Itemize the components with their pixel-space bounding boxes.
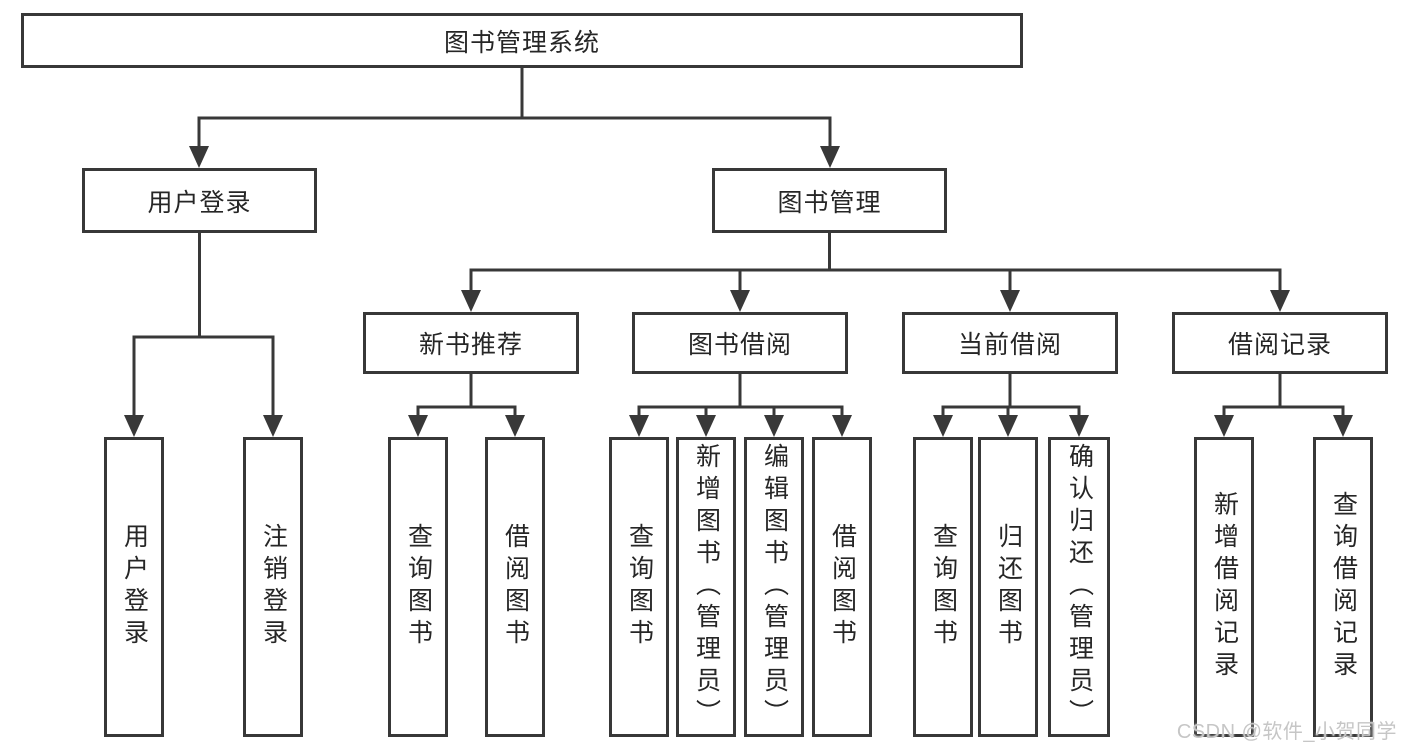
leaf-book-borrow-2-label: 编辑图书（管理员） bbox=[760, 443, 789, 731]
arrowhead bbox=[124, 415, 144, 437]
arrowhead bbox=[1333, 415, 1353, 437]
connector-book-mgmt bbox=[469, 233, 1282, 292]
node-borrow-record: 借阅记录 bbox=[1172, 312, 1388, 374]
arrowhead bbox=[998, 415, 1018, 437]
csdn-watermark: CSDN @软件_小贺同学 bbox=[1176, 721, 1397, 743]
leaf-borrow-record-1: 查询借阅记录 bbox=[1313, 437, 1373, 737]
node-book-mgmt-label: 图书管理 bbox=[777, 188, 882, 217]
leaf-book-borrow-2: 编辑图书（管理员） bbox=[744, 437, 804, 737]
leaf-book-borrow-1: 新增图书（管理员） bbox=[676, 437, 736, 737]
leaf-borrow-record-0: 新增借阅记录 bbox=[1194, 437, 1254, 737]
node-book-borrow: 图书借阅 bbox=[632, 312, 848, 374]
leaf-borrow-record-1-label: 查询借阅记录 bbox=[1329, 491, 1358, 683]
connector-user-login bbox=[132, 233, 275, 417]
leaf-book-borrow-3-label: 借阅图书 bbox=[828, 523, 857, 651]
leaf-user-login-0-label: 用户登录 bbox=[120, 523, 149, 651]
connector-current-borrow bbox=[941, 374, 1081, 417]
arrowhead bbox=[764, 415, 784, 437]
leaf-current-borrow-2: 确认归还（管理员） bbox=[1048, 437, 1110, 737]
arrowheads bbox=[124, 146, 1353, 437]
arrowhead bbox=[820, 146, 840, 168]
arrowhead bbox=[730, 290, 750, 312]
arrowhead bbox=[933, 415, 953, 437]
leaf-new-book-1: 借阅图书 bbox=[485, 437, 545, 737]
leaf-user-login-0: 用户登录 bbox=[104, 437, 164, 737]
arrowhead bbox=[832, 415, 852, 437]
node-root: 图书管理系统 bbox=[21, 13, 1023, 68]
leaf-borrow-record-0-label: 新增借阅记录 bbox=[1210, 491, 1239, 683]
leaf-new-book-0-label: 查询图书 bbox=[404, 523, 433, 651]
arrowhead bbox=[189, 146, 209, 168]
leaf-current-borrow-0: 查询图书 bbox=[913, 437, 973, 737]
leaf-new-book-0: 查询图书 bbox=[388, 437, 448, 737]
leaf-book-borrow-0: 查询图书 bbox=[609, 437, 669, 737]
connector-book-borrow bbox=[637, 374, 844, 417]
node-book-mgmt: 图书管理 bbox=[712, 168, 947, 233]
arrowhead bbox=[1270, 290, 1290, 312]
arrowhead bbox=[1214, 415, 1234, 437]
leaf-user-login-1: 注销登录 bbox=[243, 437, 303, 737]
arrowhead bbox=[408, 415, 428, 437]
connector-new-book bbox=[416, 374, 517, 417]
arrowhead bbox=[629, 415, 649, 437]
node-user-login: 用户登录 bbox=[82, 168, 317, 233]
leaf-current-borrow-1-label: 归还图书 bbox=[994, 523, 1023, 651]
node-new-book-label: 新书推荐 bbox=[418, 331, 523, 359]
leaf-current-borrow-1: 归还图书 bbox=[978, 437, 1038, 737]
node-book-borrow-label: 图书借阅 bbox=[687, 331, 792, 359]
connector-borrow-record bbox=[1222, 374, 1345, 417]
arrowhead bbox=[263, 415, 283, 437]
arrowhead bbox=[1000, 290, 1020, 312]
node-user-login-label: 用户登录 bbox=[147, 188, 252, 217]
node-root-label: 图书管理系统 bbox=[443, 28, 600, 57]
leaf-book-borrow-0-label: 查询图书 bbox=[625, 523, 654, 651]
node-current-borrow: 当前借阅 bbox=[902, 312, 1118, 374]
node-new-book: 新书推荐 bbox=[363, 312, 579, 374]
leaf-user-login-1-label: 注销登录 bbox=[259, 523, 288, 651]
arrowhead bbox=[696, 415, 716, 437]
node-borrow-record-label: 借阅记录 bbox=[1227, 331, 1332, 359]
connector-root bbox=[197, 68, 832, 148]
arrowhead bbox=[505, 415, 525, 437]
leaf-current-borrow-0-label: 查询图书 bbox=[929, 523, 958, 651]
leaf-new-book-1-label: 借阅图书 bbox=[501, 523, 530, 651]
arrowhead bbox=[461, 290, 481, 312]
node-current-borrow-label: 当前借阅 bbox=[957, 331, 1062, 359]
leaf-current-borrow-2-label: 确认归还（管理员） bbox=[1065, 443, 1094, 731]
leaf-book-borrow-1-label: 新增图书（管理员） bbox=[692, 443, 721, 731]
arrowhead bbox=[1069, 415, 1089, 437]
leaf-book-borrow-3: 借阅图书 bbox=[812, 437, 872, 737]
